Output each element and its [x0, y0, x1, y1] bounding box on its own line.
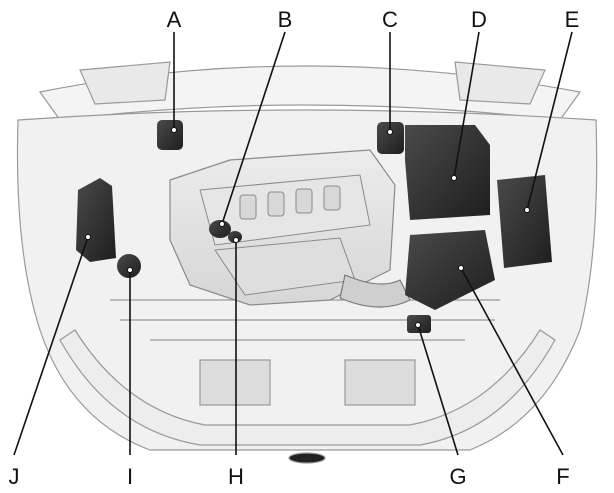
- leader-line-e: [526, 31, 573, 211]
- coil-packs: [239, 185, 341, 220]
- leader-line-g: [417, 324, 459, 456]
- front-emblem: [288, 452, 326, 464]
- callout-i: I: [127, 464, 133, 489]
- component-e: [497, 175, 552, 268]
- leader-lines: [13, 31, 573, 456]
- air-intake-hose: [339, 274, 411, 308]
- callout-h: H: [228, 464, 244, 489]
- components: [76, 120, 552, 333]
- callout-f: F: [556, 464, 569, 489]
- leader-line-d: [453, 31, 480, 179]
- engine: [169, 149, 411, 308]
- windshield-vent-left: [79, 61, 171, 105]
- hood-panel: [38, 65, 582, 121]
- component-d: [405, 125, 490, 220]
- callout-e: E: [565, 7, 580, 32]
- leader-line-f: [460, 267, 564, 456]
- leader-line-b: [221, 31, 286, 225]
- front-bumper: [59, 329, 556, 446]
- windshield-vent-right: [454, 61, 546, 105]
- callout-b: B: [278, 7, 293, 32]
- component-b: [209, 220, 231, 238]
- component-a: [157, 120, 183, 150]
- leader-dots: [85, 127, 530, 328]
- callout-labels: A B C D E F G H I J: [9, 7, 580, 489]
- grille-right: [344, 359, 416, 406]
- grille-left: [199, 359, 271, 406]
- component-c: [377, 122, 404, 154]
- callout-j: J: [9, 464, 20, 489]
- callout-d: D: [471, 7, 487, 32]
- component-i: [117, 254, 141, 278]
- leader-line-j: [13, 236, 89, 456]
- callout-g: G: [449, 464, 466, 489]
- callout-a: A: [167, 7, 182, 32]
- component-j: [76, 178, 116, 262]
- callout-c: C: [382, 7, 398, 32]
